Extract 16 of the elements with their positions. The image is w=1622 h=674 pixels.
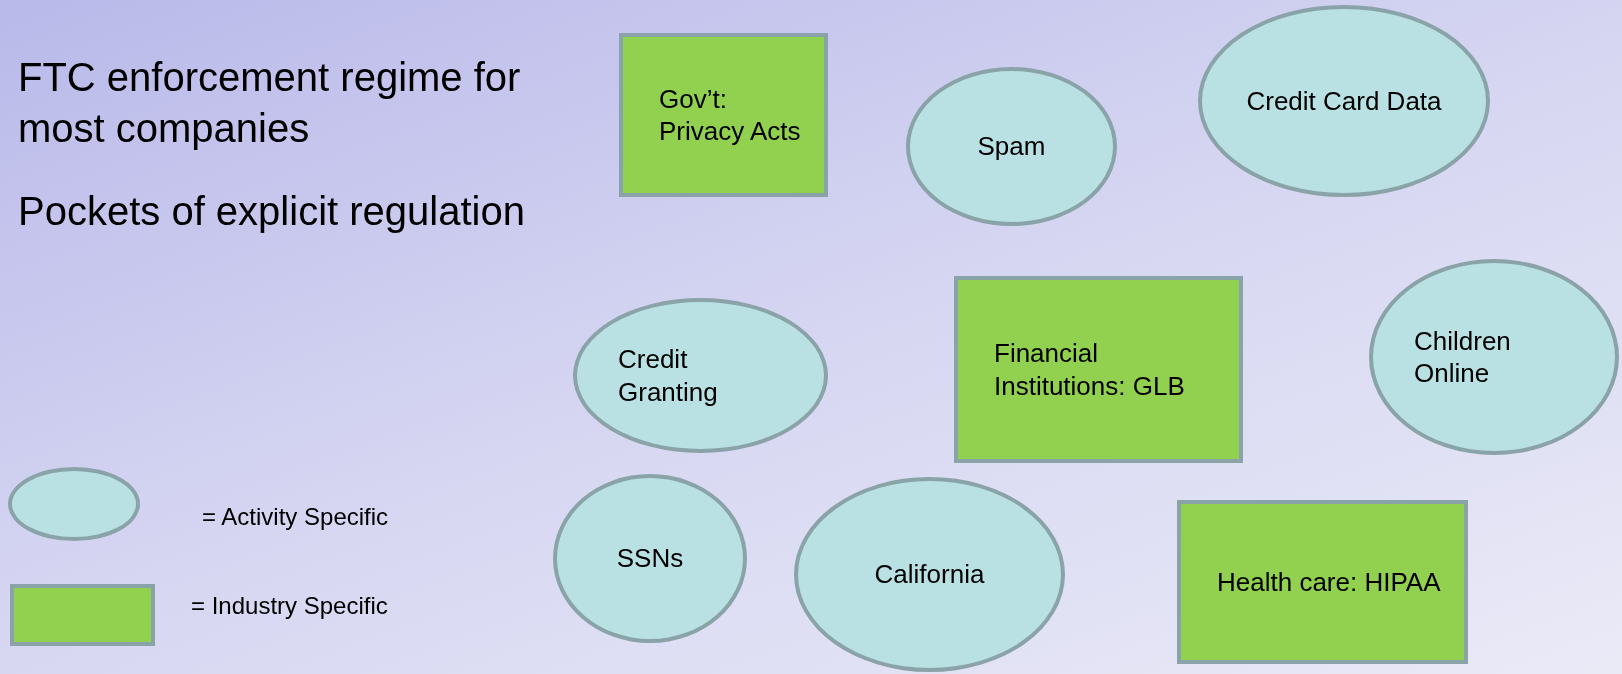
node-label: Gov’t: Privacy Acts [659,82,802,148]
legend-text: = Industry Specific [191,592,388,620]
node-label: California [874,558,985,591]
node-label: Health care: HIPAA [1217,565,1441,599]
bullet-text: Pockets of explicit regulation [18,188,526,235]
node-label: Credit Granting [618,343,719,408]
node-label: SSNs [616,542,684,575]
industry-box [619,33,828,197]
node-label: Children Online [1414,324,1512,390]
node-label: Financial Institutions: GLB [994,337,1186,402]
industry-box [1177,500,1468,664]
node-label: Spam [977,130,1046,163]
legend-text: = Activity Specific [202,503,389,531]
bullet-text: FTC enforcement regime for most companies [18,54,522,152]
industry-box [954,276,1243,463]
node-label: Credit Card Data [1246,84,1442,118]
